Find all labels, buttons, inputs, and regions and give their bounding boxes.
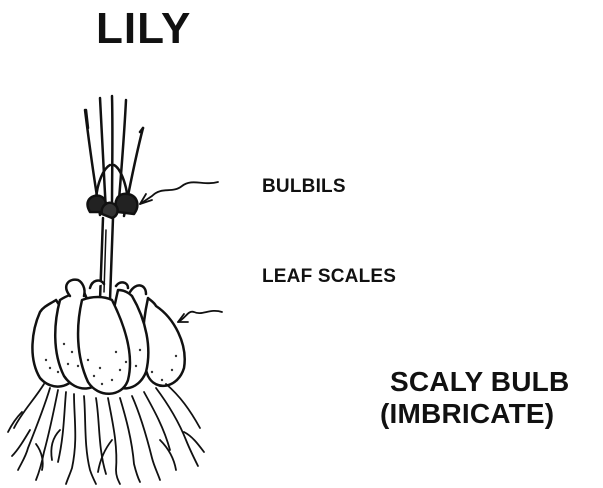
- stem: [100, 218, 113, 300]
- leaf-scales-pointer: [178, 311, 222, 322]
- bulbils-label: BULBILS: [262, 176, 346, 198]
- leaf-scales: [32, 280, 184, 394]
- leaf-scales-label: LEAF SCALES: [262, 266, 396, 288]
- bulb-type-label-line2: (IMBRICATE): [380, 398, 554, 430]
- bulb-type-label-line1: SCALY BULB: [390, 366, 569, 398]
- roots: [8, 384, 204, 484]
